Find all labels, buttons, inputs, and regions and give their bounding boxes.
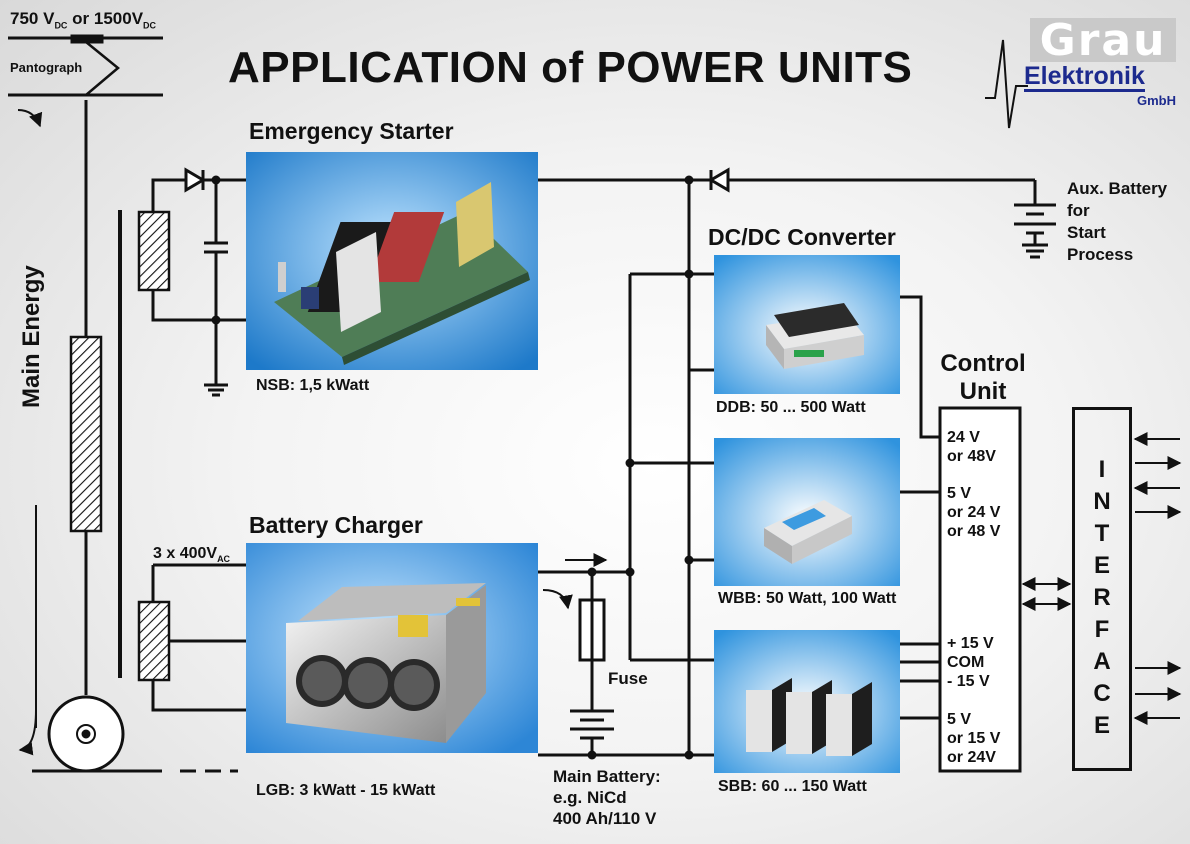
emergency-starter-heading: Emergency Starter [249,118,454,144]
ddb-caption: DDB: 50 ... 500 Watt [716,399,866,416]
pantograph-label: Pantograph [10,60,83,75]
logo-gmbh: GmbH [1137,93,1176,108]
main-resistor [69,335,103,533]
interface-letter: T [1094,520,1110,547]
page-title: APPLICATION of POWER UNITS [228,43,913,92]
sbb-caption: SBB: 60 ... 150 Watt [718,778,867,795]
wbb-caption: WBB: 50 Watt, 100 Watt [718,590,897,607]
company-logo: Grau Elektronik GmbH [1024,18,1176,110]
battery-charger-heading: Battery Charger [249,512,423,538]
nsb-caption: NSB: 1,5 kWatt [256,377,370,394]
logo-grau: Grau [1030,18,1176,64]
interface-letter: R [1093,584,1111,611]
interface-letter: I [1098,456,1106,483]
main-energy-label: Main Energy [18,265,45,408]
interface-letter: N [1093,488,1111,515]
interface-letter: E [1093,552,1110,579]
fuse-label: Fuse [608,669,648,688]
battery-charger-photo [246,543,538,753]
interface-letter: F [1094,616,1110,643]
interface-letter: C [1093,680,1111,707]
logo-elektronik: Elektronik [1024,62,1145,92]
lgb-caption: LGB: 3 kWatt - 15 kWatt [256,782,436,799]
emergency-starter-photo [246,152,538,370]
dcdc-heading: DC/DC Converter [708,224,896,250]
interface-box: I N T E R F A C E [1072,407,1132,771]
wbb-converter-photo [714,438,900,586]
interface-letter: E [1093,712,1110,739]
supply-voltage-label: 750 VDC or 1500VDC [10,9,157,31]
ddb-converter-photo [714,255,900,394]
interface-letter: A [1093,648,1111,675]
ac-input-label: 3 x 400VAC [153,545,231,565]
control-unit-box [938,406,1022,773]
sbb-converter-photo [714,630,900,773]
